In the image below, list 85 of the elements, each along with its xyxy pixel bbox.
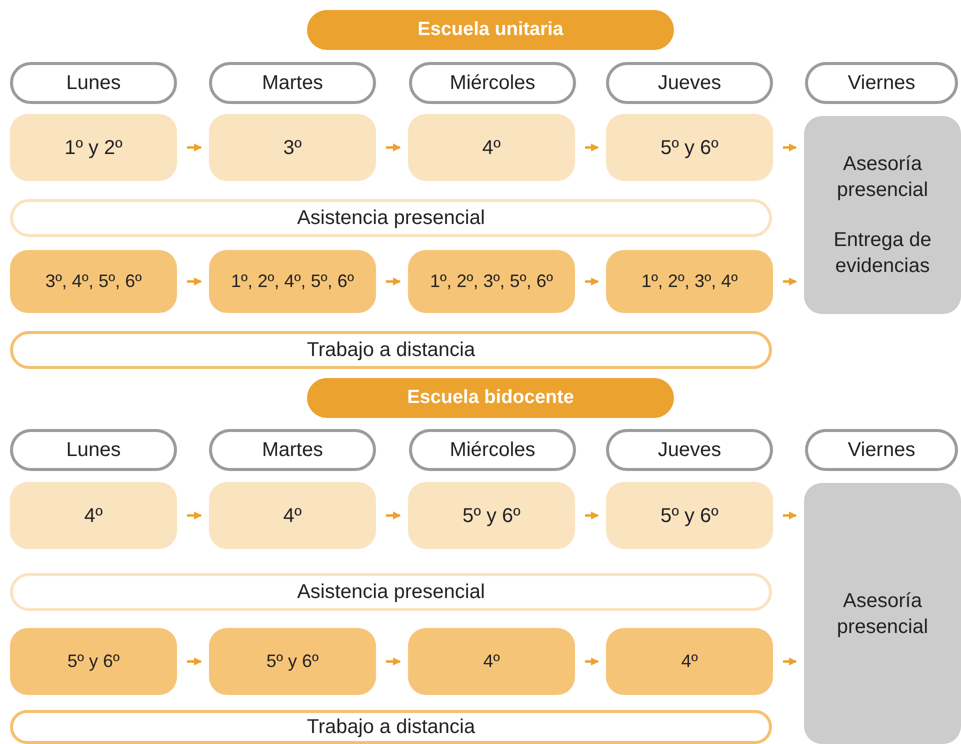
node-label: Asistencia presencial: [296, 206, 486, 231]
node-label: Martes: [260, 71, 324, 96]
node-label: 5º y 6º: [265, 650, 320, 673]
grade-box: [408, 250, 575, 313]
section-header: [307, 10, 674, 50]
node-label: Jueves: [656, 71, 722, 96]
node-label: 1º, 2º, 4º, 5º, 6º: [230, 270, 355, 293]
node-label: 1º, 2º, 3º, 5º, 6º: [429, 270, 554, 293]
node-label: Escuela bidocente: [406, 386, 575, 410]
arrow: [386, 144, 401, 152]
arrow: [783, 658, 797, 666]
arrow: [585, 278, 599, 286]
arrow: [585, 144, 599, 152]
arrow: [187, 658, 202, 666]
day-pill: [606, 429, 773, 471]
friday-box: [804, 483, 961, 744]
node-label: 5º y 6º: [462, 504, 522, 528]
arrow: [783, 278, 797, 286]
day-pill: [209, 429, 376, 471]
mode-band: [10, 573, 772, 611]
arrow: [783, 144, 797, 152]
day-pill: [10, 429, 177, 471]
section-header: [307, 378, 674, 418]
node-label: Asesoría presencial: [836, 152, 930, 203]
node-label: 4º: [83, 504, 104, 528]
node-label: 4º: [481, 136, 502, 160]
arrow: [585, 658, 599, 666]
node-label: Asistencia presencial: [296, 580, 486, 605]
grade-box: [10, 628, 177, 695]
grade-box: [209, 250, 376, 313]
node-label: 3º, 4º, 5º, 6º: [44, 270, 143, 293]
node-label: Martes: [260, 438, 324, 463]
grade-box: [408, 482, 575, 549]
node-label: 4º: [282, 504, 303, 528]
grade-box: [209, 482, 376, 549]
node-label: 1º y 2º: [64, 136, 124, 160]
grade-box: [209, 628, 376, 695]
node-label: Trabajo a distancia: [306, 715, 476, 740]
node-label: Asesoría presencial: [836, 588, 930, 640]
arrow: [187, 144, 202, 152]
day-pill: [805, 62, 958, 104]
day-pill: [409, 429, 576, 471]
node-label: Miércoles: [448, 438, 536, 463]
grade-box: [408, 114, 575, 181]
friday-box: [804, 116, 961, 314]
grade-box: [209, 114, 376, 181]
node-label: 3º: [282, 136, 303, 160]
node-label: Trabajo a distancia: [306, 338, 476, 363]
node-label: Viernes: [846, 71, 916, 96]
arrow: [783, 512, 797, 520]
node-label: Viernes: [846, 438, 916, 463]
day-pill: [606, 62, 773, 104]
node-label: Entrega de evidencias: [832, 228, 932, 279]
mode-band: [10, 199, 772, 237]
node-label: 5º y 6º: [66, 650, 121, 673]
grade-box: [606, 250, 773, 313]
arrow: [187, 278, 202, 286]
node-label: 5º y 6º: [660, 136, 720, 160]
arrow: [187, 512, 202, 520]
day-pill: [10, 62, 177, 104]
node-label: Miércoles: [448, 71, 536, 96]
day-pill: [805, 429, 958, 471]
grade-box: [10, 114, 177, 181]
arrow: [585, 512, 599, 520]
grade-box: [606, 114, 773, 181]
node-label: 1º, 2º, 3º, 4º: [640, 270, 739, 293]
grade-box: [408, 628, 575, 695]
node-label: Escuela unitaria: [416, 18, 564, 42]
day-pill: [209, 62, 376, 104]
grade-box: [10, 482, 177, 549]
arrow: [386, 658, 401, 666]
node-label: 4º: [482, 650, 501, 673]
mode-band: [10, 710, 772, 744]
arrow: [386, 278, 401, 286]
node-label: Lunes: [65, 438, 122, 463]
grade-box: [606, 628, 773, 695]
node-label: 5º y 6º: [660, 504, 720, 528]
grade-box: [606, 482, 773, 549]
mode-band: [10, 331, 772, 369]
arrow: [386, 512, 401, 520]
day-pill: [409, 62, 576, 104]
node-label: 4º: [680, 650, 699, 673]
node-label: Lunes: [65, 71, 122, 96]
grade-box: [10, 250, 177, 313]
node-label: Jueves: [656, 438, 722, 463]
